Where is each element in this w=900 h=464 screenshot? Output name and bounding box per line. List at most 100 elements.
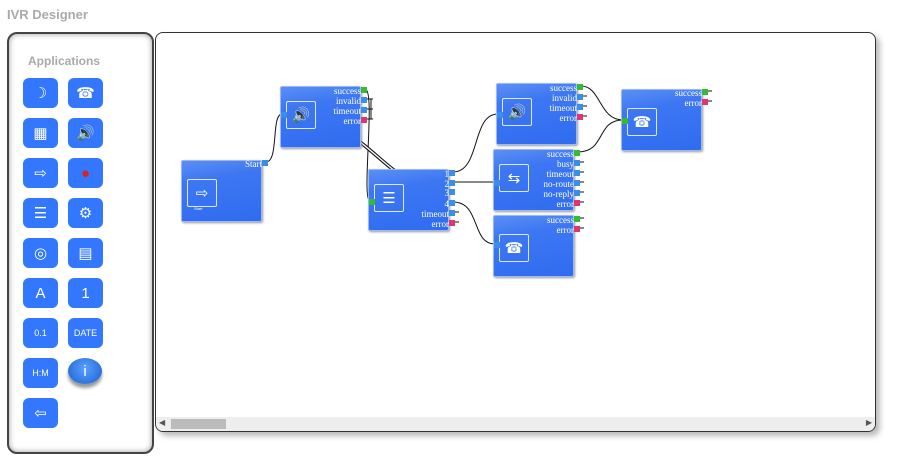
say-time-icon: H:M — [32, 368, 49, 378]
tool-read-table[interactable]: ▤ — [68, 238, 103, 268]
say-digits-icon: 0.1 — [34, 328, 47, 338]
menu-icon: ☰ — [374, 184, 404, 212]
tool-say-time[interactable]: H:M — [23, 358, 58, 388]
hangup-icon: ☎ — [627, 108, 657, 136]
calculator-icon: ▦ — [33, 125, 48, 142]
connection-menu1-play2 — [452, 113, 499, 173]
output-port-1[interactable] — [449, 170, 455, 176]
tool-say-number[interactable]: 1 — [68, 278, 103, 308]
output-port-success[interactable] — [702, 89, 708, 95]
app-title: IVR Designer — [7, 7, 88, 22]
tool-hangup[interactable]: ☎ — [68, 78, 103, 108]
tool-transfer[interactable]: ⇨ — [23, 158, 58, 188]
output-port-Start[interactable] — [262, 160, 268, 166]
connection-menu4-hangup1 — [452, 201, 496, 245]
input-port[interactable] — [622, 118, 628, 124]
output-port-error[interactable] — [577, 114, 583, 120]
port-label: no-route — [543, 179, 575, 189]
scroll-left-icon[interactable]: ◀ — [159, 418, 166, 427]
answer-icon: ☽ — [33, 85, 48, 102]
input-port[interactable] — [281, 112, 287, 118]
output-port-timeout[interactable] — [361, 107, 367, 113]
output-port-success[interactable] — [574, 150, 580, 156]
output-port-timeout[interactable] — [577, 104, 583, 110]
play-icon: 🔊 — [286, 101, 316, 129]
read-table-icon: ▤ — [78, 245, 93, 262]
port-label: 4 — [444, 199, 450, 209]
output-port-no-reply[interactable] — [574, 190, 580, 196]
output-port-no-route[interactable] — [574, 180, 580, 186]
port-label: error — [431, 219, 450, 229]
tool-answer[interactable]: ☽ — [23, 78, 58, 108]
port-label: success — [550, 83, 577, 93]
port-label: error — [684, 98, 703, 108]
output-port-4[interactable] — [449, 200, 455, 206]
output-port-busy[interactable] — [574, 160, 580, 166]
port-label: error — [556, 199, 575, 209]
connection-play1-menu — [364, 88, 371, 202]
tool-record[interactable]: ● — [68, 158, 103, 188]
output-port-error[interactable] — [361, 117, 367, 123]
output-port-success[interactable] — [577, 84, 583, 90]
tool-say-date[interactable]: DATE — [68, 318, 103, 348]
port-label: error — [556, 225, 575, 235]
output-port-error[interactable] — [574, 200, 580, 206]
connection-start-play1 — [265, 113, 283, 163]
web-icon: ◎ — [33, 245, 48, 262]
port-label: timeout — [421, 209, 450, 219]
tool-menu[interactable]: ☰ — [23, 198, 58, 228]
port-label: 1 — [444, 169, 450, 179]
output-port-invalid[interactable] — [577, 94, 583, 100]
transfer-icon: ⇆ — [499, 164, 529, 192]
input-port[interactable] — [494, 242, 500, 248]
output-port-error[interactable] — [702, 99, 708, 105]
output-port-error[interactable] — [449, 220, 455, 226]
tool-play-sound[interactable]: 🔊 — [68, 118, 103, 148]
output-port-invalid[interactable] — [361, 97, 367, 103]
tool-info[interactable]: i — [68, 358, 102, 384]
input-port[interactable] — [494, 180, 500, 186]
tool-back[interactable]: ⇦ — [23, 398, 58, 428]
palette-heading: Applications — [28, 54, 101, 68]
input-port[interactable] — [497, 112, 503, 118]
record-icon: ● — [80, 164, 91, 182]
scroll-right-icon[interactable]: ▶ — [865, 418, 872, 427]
output-port-3[interactable] — [449, 189, 455, 195]
port-label: success — [675, 88, 702, 98]
output-port-success[interactable] — [574, 216, 580, 222]
tool-calculator[interactable]: ▦ — [23, 118, 58, 148]
horizontal-scrollbar[interactable]: ◀ ▶ — [156, 417, 875, 431]
hangup-icon: ☎ — [499, 234, 529, 262]
port-label: 2 — [444, 179, 450, 189]
scrollbar-thumb[interactable] — [171, 419, 226, 429]
output-port-timeout[interactable] — [449, 210, 455, 216]
connection-play2-hangup2 — [580, 85, 624, 121]
say-number-icon: 1 — [81, 284, 90, 302]
port-label: 3 — [444, 188, 450, 198]
input-port[interactable] — [369, 199, 375, 205]
tool-web[interactable]: ◎ — [23, 238, 58, 268]
output-port-2[interactable] — [449, 180, 455, 186]
output-port-error[interactable] — [574, 226, 580, 232]
connection-transfer-hangup2 — [577, 119, 624, 153]
say-alpha-icon: A — [35, 284, 46, 302]
tool-search[interactable]: ⚙ — [68, 198, 103, 228]
port-label: invalid — [336, 96, 361, 106]
output-port-timeout[interactable] — [574, 170, 580, 176]
menu-icon: ☰ — [33, 205, 48, 222]
port-label: error — [343, 116, 362, 126]
tool-say-alpha[interactable]: A — [23, 278, 58, 308]
port-label: no-reply — [543, 189, 575, 199]
back-icon: ⇦ — [34, 405, 47, 422]
search-icon: ⚙ — [78, 205, 93, 222]
output-port-success[interactable] — [361, 87, 367, 93]
tool-say-digits[interactable]: 0.1 — [23, 318, 58, 348]
